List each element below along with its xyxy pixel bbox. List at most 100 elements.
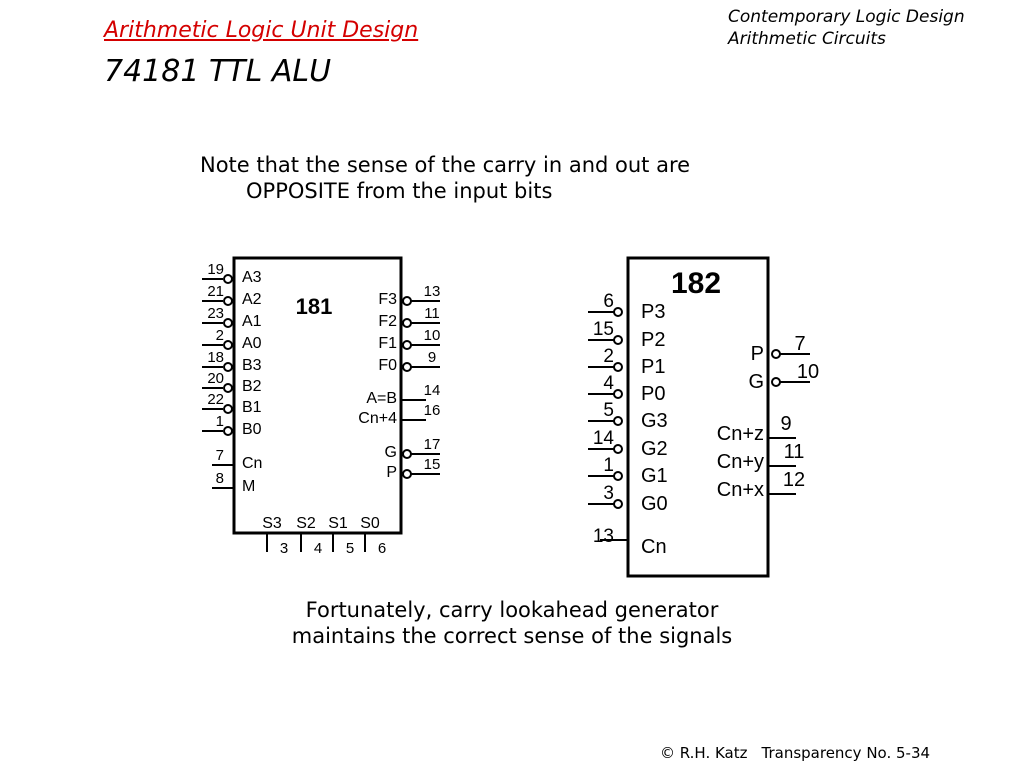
chip182-pin-number-cn-y: 11 <box>784 441 805 463</box>
transparency-number: Transparency No. 5-34 <box>761 744 931 762</box>
carry-sense-note: Note that the sense of the carry in and … <box>200 152 690 204</box>
chip181-pin-number-s2: 4 <box>314 540 322 557</box>
chip182-pin-number-p1: 2 <box>603 346 614 367</box>
chip181-inversion-bubble-a1 <box>223 318 233 328</box>
chip182-pin-label-p1: P1 <box>641 356 665 378</box>
chip181-pin-label-b1: B1 <box>242 399 262 416</box>
chip182-pin-label-g3: G3 <box>641 410 668 432</box>
chip181-pin-number-f3: 13 <box>424 283 441 300</box>
chip182-inversion-bubble-g2 <box>613 444 623 454</box>
chip182-pin-label-p3: P3 <box>641 301 665 323</box>
course-topic: Arithmetic Circuits <box>728 29 886 49</box>
lookahead-line-2: maintains the correct sense of the signa… <box>291 624 733 648</box>
chip182-pin-number-g2: 14 <box>593 428 615 449</box>
chip181-pin-label-s0: S0 <box>360 515 380 532</box>
chip181-pin-number-g: 17 <box>424 436 441 453</box>
chip181-pin-label-a1: A1 <box>242 313 262 330</box>
chip181-pin-label-f3: F3 <box>378 291 397 308</box>
chip181-pin-number-b2: 20 <box>207 370 224 387</box>
chip181-pin-label-a2: A2 <box>242 291 262 308</box>
chip182-pin-label-p: P <box>751 343 764 365</box>
chip181-pin-label-m: M <box>242 478 255 495</box>
chip181-inversion-bubble-a0 <box>223 340 233 350</box>
chip182-pin-number-cn: 13 <box>593 526 614 547</box>
chip181-pin-label-s1: S1 <box>328 515 348 532</box>
chip181-inversion-bubble-g <box>402 449 412 459</box>
chip181-pin-number-m: 8 <box>216 470 224 487</box>
chip182-pin-number-p0: 4 <box>603 373 614 394</box>
chip182-pin-number-cn-z: 9 <box>780 413 791 435</box>
chip181-inversion-bubble-b1 <box>223 404 233 414</box>
chip182-pin-number-p: 7 <box>794 333 805 355</box>
chip182-inversion-bubble-p1 <box>613 362 623 372</box>
chip181-pin-number-a0: 2 <box>216 327 224 344</box>
slide-footer: © R.H. Katz Transparency No. 5-34 <box>660 744 944 762</box>
chip181-inversion-bubble-a2 <box>223 296 233 306</box>
chip181-pin-label-a-b: A=B <box>366 390 397 407</box>
chip182-inversion-bubble-p2 <box>613 335 623 345</box>
lookahead-line-1: Fortunately, carry lookahead generator <box>305 598 719 622</box>
chip181-inversion-bubble-f2 <box>402 318 412 328</box>
chip181-pin-label-s2: S2 <box>296 515 316 532</box>
chip182-pin-label-cn: Cn <box>641 536 667 558</box>
chip-181-body <box>232 256 403 535</box>
chip181-pin-number-f2: 11 <box>424 305 440 322</box>
chip181-pin-label-b0: B0 <box>242 421 262 438</box>
chip182-inversion-bubble-p <box>771 349 781 359</box>
chip181-pin-number-cn: 7 <box>216 447 224 464</box>
chip181-pin-label-f2: F2 <box>378 313 397 330</box>
chip181-pin-number-f0: 9 <box>428 349 436 366</box>
chip181-pin-number-a-b: 14 <box>424 382 441 399</box>
chip181-pin-label-f1: F1 <box>378 335 397 352</box>
chip181-inversion-bubble-b3 <box>223 362 233 372</box>
chip181-pin-number-cn-4: 16 <box>424 402 441 419</box>
chip181-pin-number-s1: 5 <box>346 540 354 557</box>
chip182-pin-label-g0: G0 <box>641 493 668 515</box>
chip181-pin-number-f1: 10 <box>424 327 441 344</box>
chip-182-body <box>626 256 770 578</box>
chip182-pin-number-g3: 5 <box>603 400 614 421</box>
chip182-pin-number-p3: 6 <box>603 291 614 312</box>
chip182-pin-number-cn-x: 12 <box>783 469 805 491</box>
chip181-pin-number-a1: 23 <box>207 305 224 322</box>
chip181-pin-label-cn: Cn <box>242 455 262 472</box>
chip181-inversion-bubble-f0 <box>402 362 412 372</box>
chip181-pin-number-b1: 22 <box>207 391 224 408</box>
chip181-pin-label-f0: F0 <box>378 357 397 374</box>
copyright: © R.H. Katz <box>660 744 748 762</box>
note-line-1: Note that the sense of the carry in and … <box>200 153 691 177</box>
chip181-pin-label-a3: A3 <box>242 269 262 286</box>
chip182-pin-number-g: 10 <box>797 361 819 383</box>
chip-182-name: 182 <box>671 267 721 300</box>
chip182-inversion-bubble-p0 <box>613 389 623 399</box>
chip181-pin-number-p: 15 <box>424 456 441 473</box>
chip182-inversion-bubble-g1 <box>613 471 623 481</box>
chip181-inversion-bubble-b2 <box>223 383 233 393</box>
chip181-inversion-bubble-p <box>402 469 412 479</box>
chip181-pin-label-p: P <box>386 464 397 481</box>
chip182-pin-label-g1: G1 <box>641 465 668 487</box>
chip182-pin-label-p2: P2 <box>641 329 665 351</box>
chip182-inversion-bubble-g <box>771 377 781 387</box>
chip181-pin-number-a2: 21 <box>207 283 224 300</box>
chip181-pin-number-b0: 1 <box>216 413 224 430</box>
chip181-pin-label-s3: S3 <box>262 515 282 532</box>
chip181-pin-label-b2: B2 <box>242 378 262 395</box>
note-line-2: OPPOSITE from the input bits <box>246 179 553 203</box>
chip182-pin-number-g1: 1 <box>603 455 614 476</box>
chip182-pin-label-g2: G2 <box>641 438 668 460</box>
chip182-pin-label-cn-z: Cn+z <box>717 423 764 445</box>
chip182-pin-label-p0: P0 <box>641 383 665 405</box>
chip181-pin-number-s0: 6 <box>378 540 386 557</box>
chip181-inversion-bubble-f3 <box>402 296 412 306</box>
lookahead-note: Fortunately, carry lookahead generator m… <box>220 597 804 649</box>
chip181-inversion-bubble-b0 <box>223 426 233 436</box>
chip182-inversion-bubble-p3 <box>613 307 623 317</box>
chip181-pin-label-a0: A0 <box>242 335 262 352</box>
chip181-pin-label-b3: B3 <box>242 357 262 374</box>
chip181-inversion-bubble-f1 <box>402 340 412 350</box>
chip182-inversion-bubble-g0 <box>613 499 623 509</box>
chip182-pin-number-g0: 3 <box>603 483 614 504</box>
chip-181-name: 181 <box>296 294 333 319</box>
